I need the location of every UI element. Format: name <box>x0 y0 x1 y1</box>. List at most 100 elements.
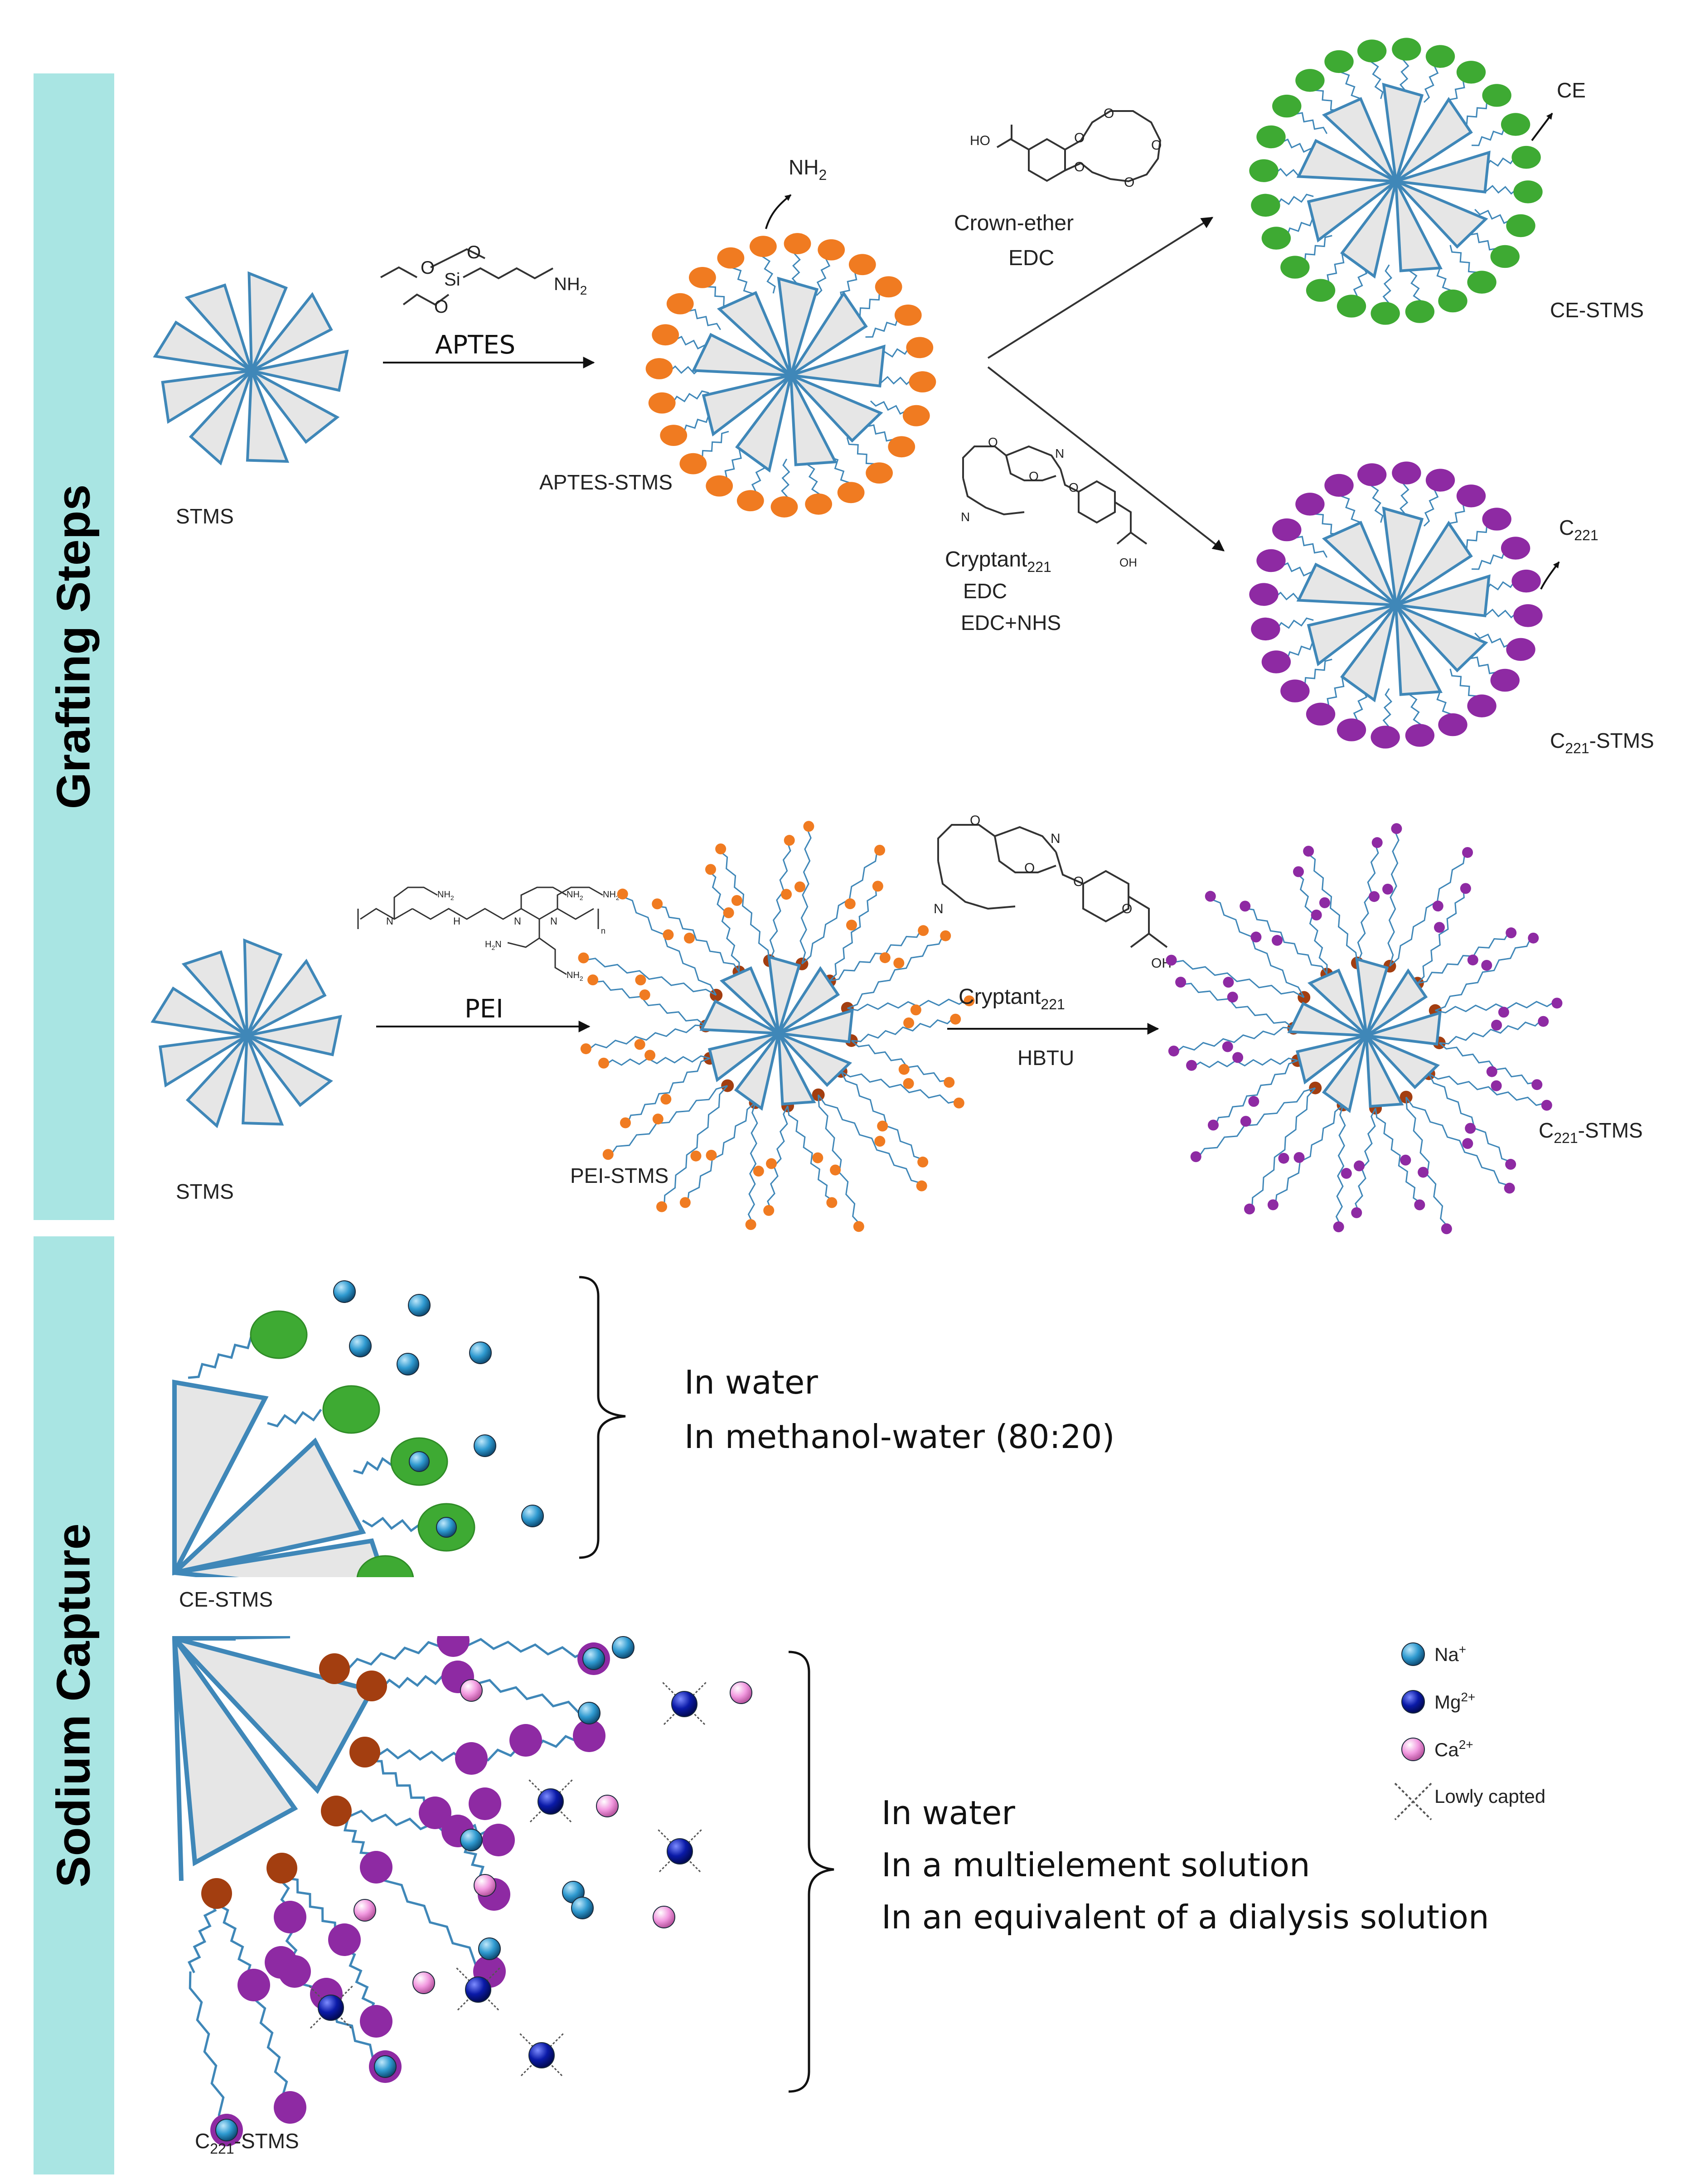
captured-na-ion <box>374 2055 397 2078</box>
cryptand-bead <box>265 1946 297 1979</box>
grafted-bead <box>1425 469 1455 492</box>
silica-blade <box>708 1032 780 1082</box>
grafted-bead <box>1256 549 1286 572</box>
silica-blade <box>1322 521 1397 606</box>
silica-blade <box>1340 180 1397 279</box>
lowly-capted-mg-ion <box>318 1995 344 2021</box>
grafted-bead <box>1513 604 1543 627</box>
grafted-bead <box>1256 125 1286 149</box>
silica-blade <box>1340 604 1397 702</box>
linker-chain <box>671 390 709 405</box>
captured-na-ion <box>436 1517 457 1538</box>
grafted-bead <box>1438 713 1468 736</box>
linker-chain <box>1474 208 1513 224</box>
silica-blade <box>702 374 792 437</box>
free-na-ion <box>469 1341 492 1364</box>
pei-bead <box>1481 959 1492 971</box>
silica-blade <box>789 291 868 377</box>
silica-blade <box>1322 1035 1368 1113</box>
pei-branch <box>687 1102 756 1205</box>
pei-branch <box>1389 851 1466 967</box>
c221-pointer-arrow <box>1540 561 1560 590</box>
pei-bead <box>656 1201 668 1212</box>
silica-blade <box>1366 1011 1442 1046</box>
pei-bead <box>953 1097 964 1109</box>
cryptand-bead <box>274 1901 306 1933</box>
pei-branch <box>1417 930 1511 984</box>
aptes-stms-particle <box>645 233 936 518</box>
silica-blade <box>1365 1035 1404 1108</box>
pei-bead <box>879 952 891 964</box>
grafted-bead <box>1295 493 1325 516</box>
silica-blade <box>1395 180 1488 249</box>
grafted-bead <box>1392 461 1421 484</box>
grafted-bead <box>1371 302 1400 325</box>
grafted-bead <box>805 493 833 515</box>
pei-branch <box>655 905 740 973</box>
grafted-bead <box>1506 214 1535 237</box>
pei-bead <box>1371 837 1383 848</box>
crown-ether-label: Crown-ether <box>954 211 1074 235</box>
linker-chain <box>1449 668 1478 697</box>
pei-bead <box>964 995 975 1007</box>
pei-branch <box>847 998 969 1012</box>
cryptand-bead <box>482 1824 515 1856</box>
free-na-ion <box>408 1294 431 1317</box>
pei-bead <box>826 1197 838 1208</box>
pei-bead <box>1175 977 1187 988</box>
pei-bead <box>634 1039 645 1050</box>
pei-bead <box>1460 883 1471 894</box>
pei-branch <box>1428 1073 1513 1163</box>
cryptand-n-1: N <box>1055 446 1064 460</box>
cryptand2-n-1: N <box>1051 831 1061 846</box>
pei-bead <box>1506 927 1517 939</box>
pei-nh2-4: NH2 <box>567 970 583 982</box>
pei-bead <box>910 1004 921 1016</box>
crown-acid-ho: HO <box>970 133 990 148</box>
cryptant221-label-row1: Cryptant221 <box>945 547 1051 575</box>
silica-blade <box>1382 506 1424 605</box>
grafted-bead <box>1513 180 1543 203</box>
grafted-bead <box>784 233 811 254</box>
pei-branch <box>1214 1060 1298 1128</box>
captured-na-ion <box>409 1451 430 1472</box>
pei-bead <box>652 1114 664 1125</box>
zoom-linker <box>188 1335 253 1379</box>
pei-bead <box>723 907 734 918</box>
silica-blade <box>767 955 801 1034</box>
pei-branch <box>1179 983 1294 1029</box>
pei-bead <box>844 898 856 910</box>
pei-bead <box>898 1064 910 1075</box>
pei-n-1: N <box>386 915 393 927</box>
pei-bead <box>620 1117 631 1128</box>
crown-o-4: O <box>1151 138 1162 153</box>
linker-chain <box>1304 659 1332 687</box>
pei-branch <box>586 1024 706 1052</box>
pei-bead <box>1541 1099 1552 1111</box>
cryptand-bead <box>419 1797 451 1829</box>
silica-blade <box>1296 1034 1367 1085</box>
silica-blade <box>242 1035 284 1126</box>
silica-blade <box>189 369 253 466</box>
pei-bead <box>690 1150 702 1162</box>
captured-na-ion <box>460 1829 483 1851</box>
grafted-bead <box>1280 256 1310 279</box>
pei-bead <box>706 1149 717 1161</box>
linker-chain <box>1275 194 1314 207</box>
cryptand-o-3: O <box>1069 480 1079 494</box>
crown-o-1: O <box>1074 131 1085 145</box>
pei-bead <box>753 1166 764 1177</box>
pei-bead <box>1432 901 1443 912</box>
pei-reagent-label: PEI <box>465 994 504 1024</box>
grafted-bead <box>1251 617 1280 641</box>
zoom-blade-edge <box>174 1636 291 1641</box>
ce-condition-1: In water <box>684 1363 818 1401</box>
pei-branch <box>1243 907 1327 975</box>
pei-bead <box>1414 1199 1425 1211</box>
aptes-o-atom-2: O <box>467 242 481 262</box>
crown-o-5: O <box>1124 175 1134 190</box>
pei-branch <box>829 885 877 982</box>
grafted-bead <box>1456 484 1486 508</box>
grafted-bead <box>1490 245 1520 268</box>
captured-ca-ion <box>354 1899 376 1922</box>
